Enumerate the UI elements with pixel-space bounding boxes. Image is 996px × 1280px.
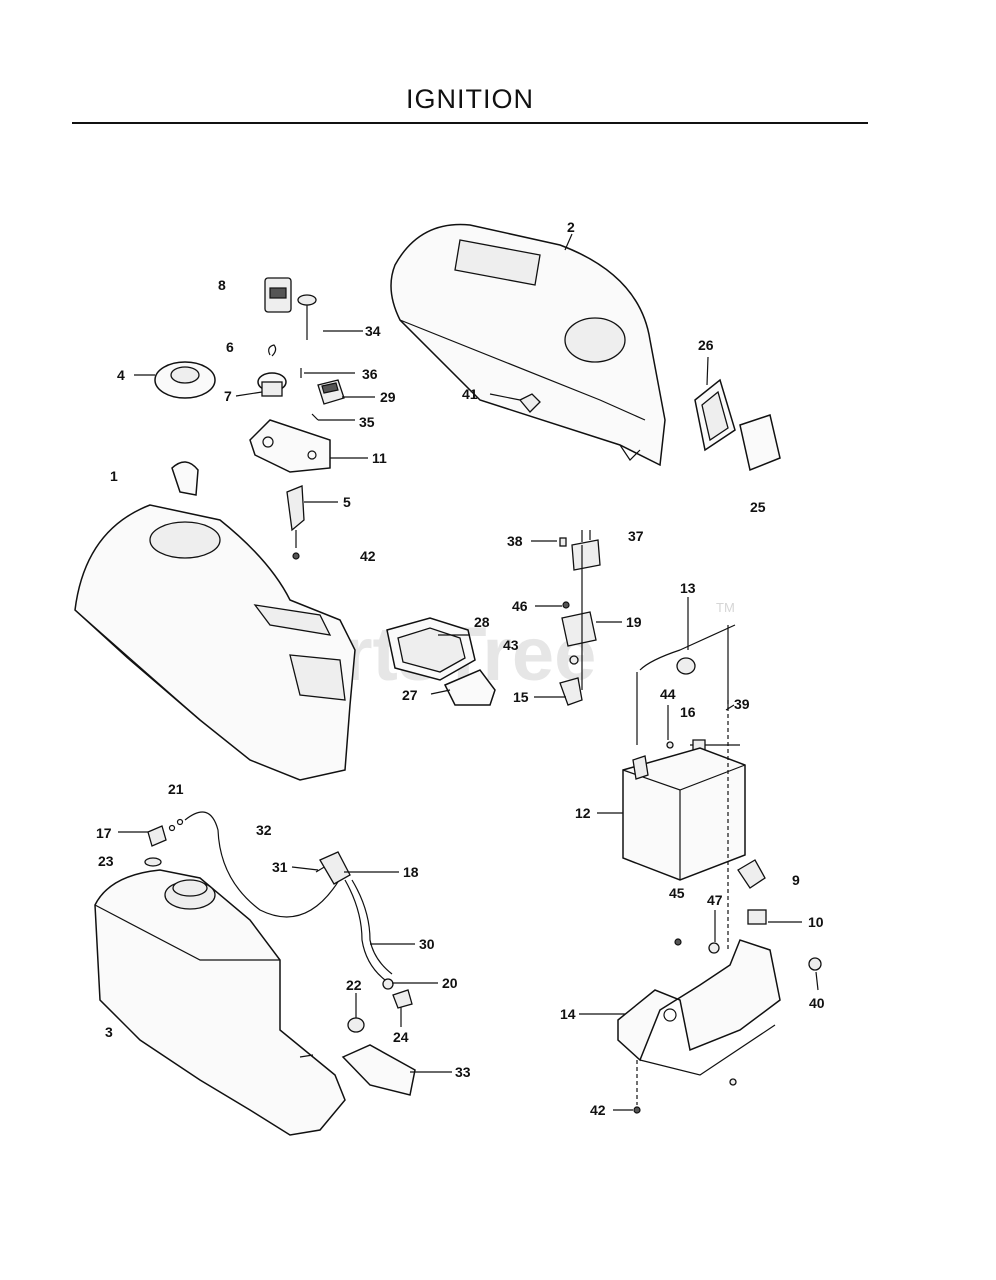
callout-47[interactable]: 47 [707, 892, 723, 908]
part-4-cap[interactable] [154, 361, 216, 399]
part-33-shield[interactable] [341, 1044, 416, 1096]
part-30-hose[interactable] [344, 879, 393, 981]
callout-2[interactable]: 2 [567, 219, 575, 235]
part-14-battery-tray[interactable] [617, 939, 781, 1076]
callout-27[interactable]: 27 [402, 687, 418, 703]
part-41-clip[interactable] [518, 393, 541, 413]
part-10-fuse-holder[interactable] [747, 909, 767, 925]
callout-39[interactable]: 39 [734, 696, 750, 712]
part-23-grommet[interactable] [144, 857, 162, 867]
callout-35[interactable]: 35 [359, 414, 375, 430]
callout-17[interactable]: 17 [96, 825, 112, 841]
callout-33[interactable]: 33 [455, 1064, 471, 1080]
part-28-bezel[interactable] [386, 617, 476, 681]
part-25-panel[interactable] [739, 414, 781, 472]
part-46-nut[interactable] [562, 601, 570, 609]
callout-29[interactable]: 29 [380, 389, 396, 405]
callout-25[interactable]: 25 [750, 499, 766, 515]
part-26-bezel[interactable] [694, 378, 736, 452]
part-34-knob[interactable] [297, 294, 317, 340]
part-1-bezel[interactable] [171, 461, 199, 496]
callout-32[interactable]: 32 [256, 822, 272, 838]
callout-10[interactable]: 10 [808, 914, 824, 930]
callout-44[interactable]: 44 [660, 686, 676, 702]
callout-30[interactable]: 30 [419, 936, 435, 952]
part-11-bracket[interactable] [249, 419, 331, 473]
part-5-bracket[interactable] [286, 485, 305, 560]
callout-11[interactable]: 11 [372, 450, 387, 466]
callout-45[interactable]: 45 [669, 885, 685, 901]
part-13-cable[interactable] [636, 624, 736, 745]
callout-18[interactable]: 18 [403, 864, 419, 880]
part-7-ignition-switch[interactable] [257, 372, 287, 397]
callout-22[interactable]: 22 [346, 977, 362, 993]
part-20-fitting[interactable] [382, 978, 394, 990]
callout-7[interactable]: 7 [224, 388, 232, 404]
callout-5[interactable]: 5 [343, 494, 351, 510]
callout-14[interactable]: 14 [560, 1006, 576, 1022]
part-27-cover[interactable] [443, 669, 496, 706]
callout-13[interactable]: 13 [680, 580, 696, 596]
part-6-spring[interactable] [268, 344, 277, 357]
callout-46[interactable]: 46 [512, 598, 528, 614]
tray-bolt [729, 1078, 737, 1086]
callout-23[interactable]: 23 [98, 853, 114, 869]
callout-4[interactable]: 4 [117, 367, 125, 383]
part-35-screw[interactable] [311, 413, 319, 421]
part-22-grommet[interactable] [347, 1017, 365, 1033]
callout-20[interactable]: 20 [442, 975, 458, 991]
part-17-fitting[interactable] [147, 825, 167, 847]
part-32-fuel-hose[interactable] [184, 811, 346, 918]
callout-26[interactable]: 26 [698, 337, 714, 353]
part-15-connector[interactable] [559, 677, 583, 706]
part-47-washer[interactable] [674, 938, 720, 954]
callout-16[interactable]: 16 [680, 704, 696, 720]
callout-1[interactable]: 1 [110, 468, 118, 484]
part-1-fender[interactable] [74, 504, 356, 781]
callout-40[interactable]: 40 [809, 995, 825, 1011]
callout-28[interactable]: 28 [474, 614, 490, 630]
callout-24[interactable]: 24 [393, 1029, 409, 1045]
watermark-tm: TM [716, 600, 735, 615]
part-2-console-cover[interactable] [390, 223, 666, 467]
callout-36[interactable]: 36 [362, 366, 378, 382]
callout-19[interactable]: 19 [626, 614, 642, 630]
part-40-bolt[interactable] [808, 957, 822, 971]
callout-3[interactable]: 3 [105, 1024, 113, 1040]
part-42-nut-lower[interactable] [633, 1106, 641, 1114]
part-16-boot[interactable] [676, 657, 696, 675]
callout-42-lower[interactable]: 42 [590, 1102, 606, 1118]
leader-lines [118, 233, 819, 1111]
callout-8[interactable]: 8 [218, 277, 226, 293]
callout-6[interactable]: 6 [226, 339, 234, 355]
part-3-fuel-tank[interactable] [94, 869, 346, 1136]
page-title: IGNITION [406, 84, 534, 114]
part-29-switch[interactable] [317, 379, 345, 405]
title-rule [72, 122, 868, 124]
part-21-clamps[interactable] [168, 818, 184, 832]
part-37-relay[interactable] [571, 530, 601, 571]
part-18-filter[interactable] [319, 851, 351, 885]
callout-15[interactable]: 15 [513, 689, 529, 705]
part-8-switch[interactable] [264, 277, 292, 313]
callout-34[interactable]: 34 [365, 323, 381, 339]
callout-21[interactable]: 21 [168, 781, 184, 797]
callout-38[interactable]: 38 [507, 533, 523, 549]
callout-9[interactable]: 9 [792, 872, 800, 888]
part-38-pin[interactable] [559, 537, 567, 547]
callout-42-upper[interactable]: 42 [360, 548, 376, 564]
callout-41[interactable]: 41 [462, 386, 478, 402]
part-24-clip[interactable] [392, 989, 413, 1009]
callouts: 1 2 3 4 5 6 7 8 9 10 11 12 13 14 15 16 1… [96, 219, 825, 1118]
callout-12[interactable]: 12 [575, 805, 591, 821]
callout-37[interactable]: 37 [628, 528, 644, 544]
callout-31[interactable]: 31 [272, 859, 288, 875]
part-19-solenoid[interactable] [561, 611, 597, 665]
part-12-battery[interactable] [622, 747, 746, 881]
part-9-connector[interactable] [737, 859, 766, 889]
callout-43[interactable]: 43 [503, 637, 519, 653]
